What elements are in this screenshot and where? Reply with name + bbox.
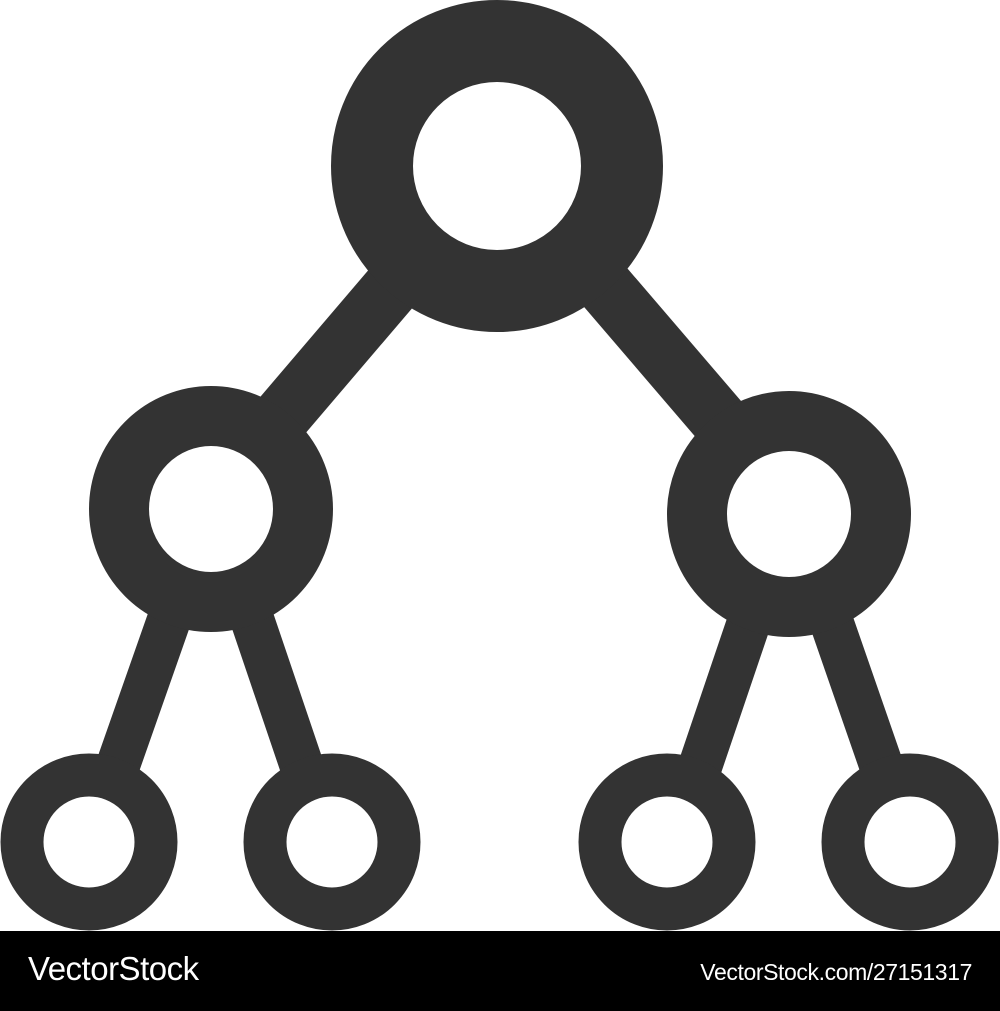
artwork <box>0 0 1000 931</box>
node-left <box>89 386 333 632</box>
asset-url: VectorStock.com/27151317 <box>700 959 972 985</box>
node-right <box>667 391 911 637</box>
leaf-node-3 <box>578 753 756 931</box>
hierarchy-tree-icon <box>0 0 999 931</box>
root-node <box>331 0 663 332</box>
leaf-node-2 <box>243 753 421 931</box>
leaf-node-1 <box>0 753 178 931</box>
brand-logo-text: VectorStock <box>28 950 199 987</box>
leaf-node-4 <box>821 753 999 931</box>
watermark-footer: VectorStock VectorStock.com/27151317 <box>0 931 1000 1011</box>
